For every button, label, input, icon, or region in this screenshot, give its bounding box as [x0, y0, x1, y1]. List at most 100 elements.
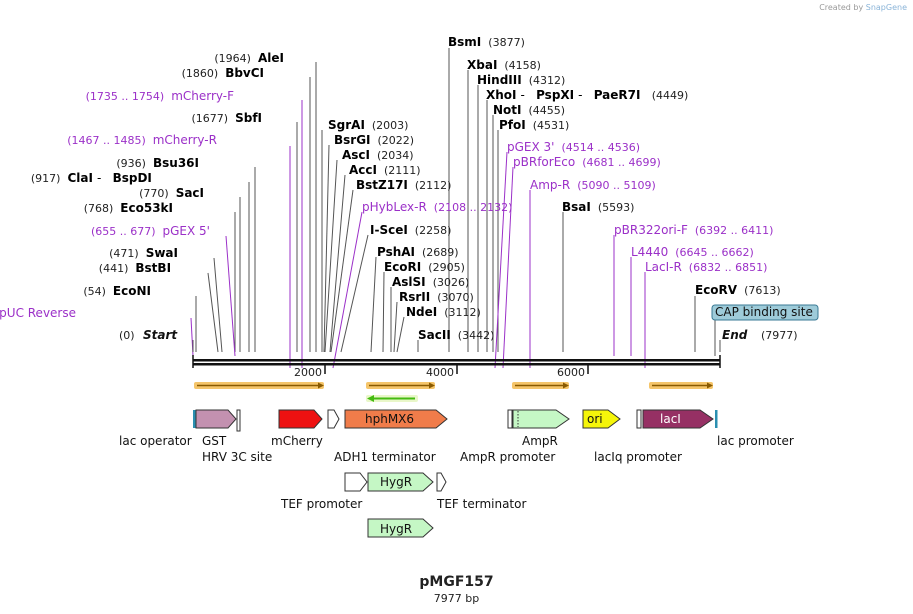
site-bstbi-name[interactable]: BstBI	[135, 261, 171, 275]
site-pgex-5-position: (655 .. 677)	[91, 225, 156, 238]
site-phyblex-r-name[interactable]: pHybLex-R	[362, 200, 427, 214]
cap-binding-site-box[interactable]	[711, 304, 819, 321]
site-ndei-name[interactable]: NdeI	[406, 305, 437, 319]
site-xhoi-pspxi-name[interactable]: XhoI	[486, 88, 517, 102]
site-bsrgi-name[interactable]: BsrGI	[334, 133, 371, 147]
site-sacii-name[interactable]: SacII	[418, 328, 451, 342]
site-laci-r-position: (6832 .. 6851)	[689, 261, 768, 274]
site-sgrai-position: (2003)	[372, 119, 409, 132]
credit-prefix: Created by	[819, 3, 864, 12]
site-laci-r-name[interactable]: LacI-R	[645, 260, 682, 274]
site-bsmi-name[interactable]: BsmI	[448, 35, 481, 49]
site-mcherry-r-name[interactable]: mCherry-R	[153, 133, 217, 147]
laci-arrow[interactable]	[642, 409, 714, 429]
site-mcherry-f-name[interactable]: mCherry-F	[171, 89, 234, 103]
site-acci-position: (2111)	[384, 164, 421, 177]
site-pbr322ori-f-position: (6392 .. 6411)	[695, 224, 774, 237]
feature-label-ampr-promoter: AmpR promoter	[460, 450, 555, 464]
feature-label-lac-operator: lac operator	[119, 434, 192, 448]
site-rsrii-position: (3070)	[437, 291, 474, 304]
hrv-3c-site-marker[interactable]	[236, 409, 241, 432]
site-xhoi-pspxi-name-2[interactable]: PspXI	[536, 88, 574, 102]
feature-label-ori: ori	[587, 412, 603, 426]
site-alei-name[interactable]: AleI	[258, 51, 284, 65]
site-aslsi-name[interactable]: AslSI	[392, 275, 426, 289]
hphmx6-arrow[interactable]	[344, 409, 448, 429]
site-i-scei-position: (2258)	[415, 224, 452, 237]
start-position: (0)	[119, 329, 135, 342]
site-noti-name[interactable]: NotI	[493, 103, 522, 117]
feature-label-gst: GST	[202, 434, 227, 448]
gst-arrow[interactable]	[195, 409, 237, 429]
site-pbrforeco-name[interactable]: pBRforEco	[513, 155, 575, 169]
site-asci-name[interactable]: AscI	[342, 148, 370, 162]
lac-promoter-marker[interactable]	[715, 410, 718, 428]
site-ecori-name[interactable]: EcoRI	[384, 260, 421, 274]
site-pfoi-position: (4531)	[533, 119, 570, 132]
site-bbvci-name[interactable]: BbvCI	[225, 66, 264, 80]
site-saci-position: (770)	[139, 187, 169, 200]
feature-label-hphmx6: hphMX6	[365, 412, 414, 426]
site-i-scei-name[interactable]: I-SceI	[370, 223, 408, 237]
site-clai-bspdi-position: (917)	[31, 172, 61, 185]
site-aslsi-position: (3026)	[433, 276, 470, 289]
site-labels: (1964)AleI(1860)BbvCI(1735 .. 1754)mCher…	[0, 35, 781, 342]
site-pbr322ori-f-name[interactable]: pBR322ori-F	[614, 223, 688, 237]
site-swai-name[interactable]: SwaI	[146, 246, 178, 260]
hygr-arrow-2[interactable]	[367, 518, 434, 538]
adh1-terminator-arrow[interactable]	[327, 409, 340, 429]
mcherry-arrow[interactable]	[278, 409, 323, 429]
site-xhoi-pspxi-separator-2: -	[578, 88, 582, 102]
site-pgex-5-name[interactable]: pGEX 5'	[163, 224, 210, 238]
site-ecorv-name[interactable]: EcoRV	[695, 283, 738, 297]
site-sgrai-name[interactable]: SgrAI	[328, 118, 365, 132]
site-pshai-name[interactable]: PshAI	[377, 245, 415, 259]
site-bbvci-position: (1860)	[182, 67, 219, 80]
site-bstz17i-name[interactable]: BstZ17I	[356, 178, 408, 192]
site-mcherry-r-position: (1467 .. 1485)	[67, 134, 146, 147]
feature-label-adh1-terminator: ADH1 terminator	[334, 450, 436, 464]
site-eco53ki-name[interactable]: Eco53kI	[120, 201, 173, 215]
orf-bar-1	[194, 382, 324, 389]
snapgene-credit: Created by SnapGene	[819, 3, 907, 12]
orf-bar-reverse	[366, 395, 418, 402]
site-xhoi-pspxi-separator-1: -	[521, 88, 525, 102]
site-xhoi-pspxi-name-3[interactable]: PaeR7I	[594, 88, 641, 102]
site-bsai-position: (5593)	[598, 201, 635, 214]
feature-label-lac-promoter: lac promoter	[717, 434, 794, 448]
site-bsai-name[interactable]: BsaI	[562, 200, 591, 214]
site-bsu36i-position: (936)	[116, 157, 146, 170]
site-clai-bspdi-name-2[interactable]: BspDI	[113, 171, 152, 185]
site-sbfi-position: (1677)	[192, 112, 229, 125]
ori-arrow[interactable]	[582, 409, 621, 429]
site-eco53ki-position: (768)	[84, 202, 114, 215]
laciq-promoter-marker[interactable]	[636, 409, 642, 429]
tick-label-2000: 2000	[294, 366, 322, 379]
site-econi-name[interactable]: EcoNI	[113, 284, 151, 298]
site-clai-bspdi-name[interactable]: ClaI	[68, 171, 93, 185]
hygr-arrow-1[interactable]	[367, 472, 434, 492]
site-amp-r-name[interactable]: Amp-R	[530, 178, 570, 192]
start-label: Start	[143, 328, 178, 342]
tef-terminator-arrow[interactable]	[436, 472, 447, 492]
site-pgex-3-name[interactable]: pGEX 3'	[507, 140, 554, 154]
site-sacii-position: (3442)	[458, 329, 495, 342]
site-phyblex-r-position: (2108 .. 2132)	[434, 201, 513, 214]
site-m13-puc-reverse-name[interactable]: M13/pUC Reverse	[0, 306, 76, 320]
lac-operator-marker[interactable]	[193, 410, 196, 428]
ampr-promoter-marker[interactable]	[507, 409, 513, 429]
ampr-arrow[interactable]	[512, 409, 570, 429]
site-saci-name[interactable]: SacI	[176, 186, 204, 200]
site-rsrii-name[interactable]: RsrII	[399, 290, 430, 304]
site-sbfi-name[interactable]: SbfI	[235, 111, 262, 125]
tef-promoter-arrow[interactable]	[344, 472, 368, 492]
site-ecori-position: (2905)	[428, 261, 465, 274]
site-l4440-name[interactable]: L4440	[631, 245, 668, 259]
site-pfoi-name[interactable]: PfoI	[499, 118, 526, 132]
site-xbai-name[interactable]: XbaI	[467, 58, 497, 72]
site-swai-position: (471)	[109, 247, 139, 260]
site-hindiii-name[interactable]: HindIII	[477, 73, 522, 87]
site-bsu36i-name[interactable]: Bsu36I	[153, 156, 199, 170]
site-acci-name[interactable]: AccI	[349, 163, 377, 177]
